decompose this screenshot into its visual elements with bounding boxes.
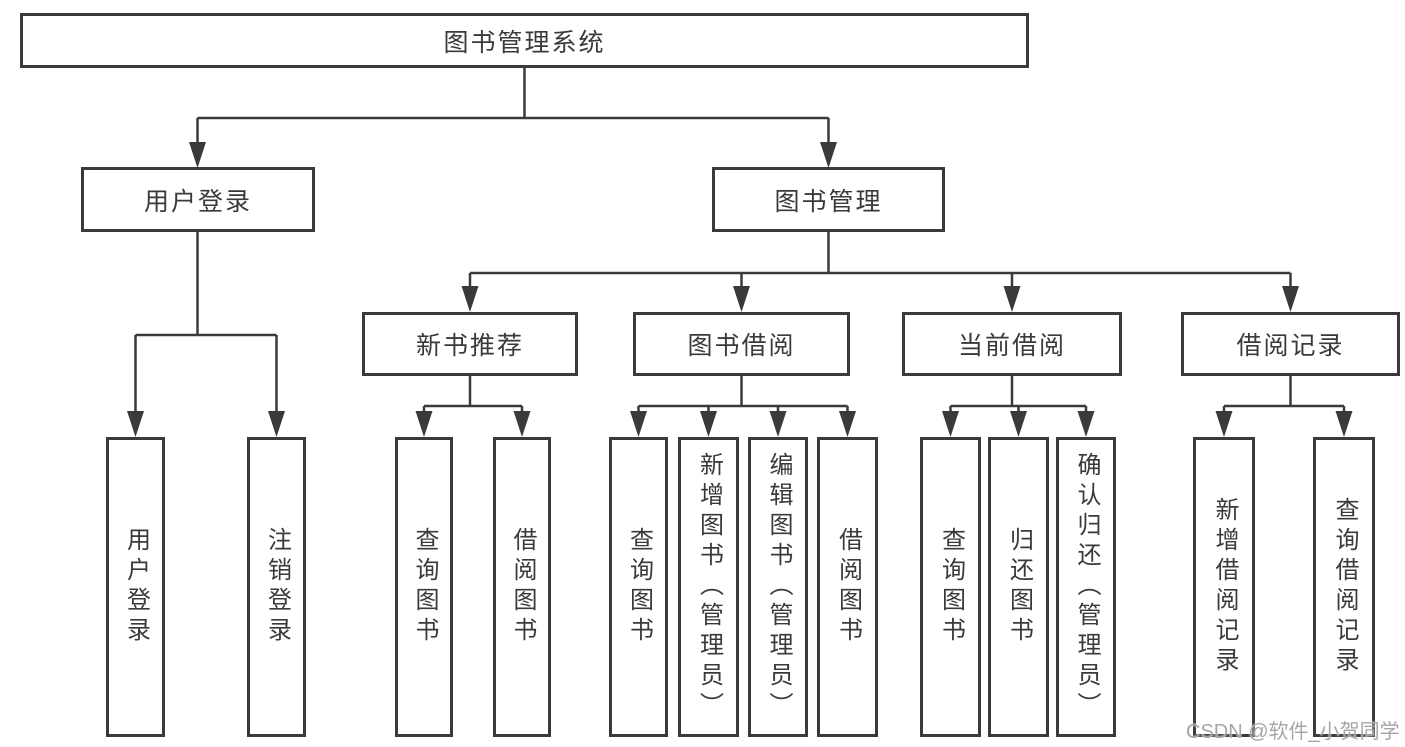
arrowhead <box>839 411 856 437</box>
node-borrow-records: 借阅记录 <box>1181 312 1400 376</box>
arrowhead <box>1077 411 1095 437</box>
arrowhead <box>700 411 717 437</box>
arrowhead <box>513 411 531 437</box>
arrowhead <box>189 142 206 168</box>
leaf-label: 查询借阅记录 <box>1331 497 1358 677</box>
arrowhead <box>1215 411 1233 437</box>
arrowhead <box>1003 286 1021 312</box>
arrowhead <box>1282 286 1299 312</box>
leaf-query-books-borrow: 查询图书 <box>609 437 668 737</box>
node-book-borrow: 图书借阅 <box>633 312 850 376</box>
leaf-label: 借阅图书 <box>834 527 862 647</box>
leaf-query-borrow-record: 查询借阅记录 <box>1313 437 1375 737</box>
leaf-label: 查询图书 <box>625 527 653 647</box>
leaf-label: 确认归还（管理员） <box>1073 452 1100 722</box>
leaf-query-books-current: 查询图书 <box>920 437 981 737</box>
leaf-add-book-admin: 新增图书（管理员） <box>678 437 739 737</box>
arrowhead <box>1010 411 1027 437</box>
node-book-management: 图书管理 <box>712 167 945 232</box>
leaf-label: 查询图书 <box>411 527 438 647</box>
connector-path <box>134 66 1346 415</box>
leaf-query-books-recommend: 查询图书 <box>395 437 453 737</box>
leaf-return-book: 归还图书 <box>988 437 1049 737</box>
arrowhead <box>461 286 479 312</box>
leaf-confirm-return-admin: 确认归还（管理员） <box>1056 437 1116 737</box>
leaf-logout-login: 注销登录 <box>247 437 306 737</box>
node-new-book-recommend: 新书推荐 <box>362 312 578 376</box>
leaf-label: 注销登录 <box>263 527 291 647</box>
leaf-label: 新增图书（管理员） <box>695 452 723 722</box>
arrowhead <box>415 411 433 437</box>
leaf-borrow-books-recommend: 借阅图书 <box>493 437 551 737</box>
leaf-label: 借阅图书 <box>509 527 536 647</box>
arrowhead <box>1335 411 1353 437</box>
node-user-login: 用户登录 <box>81 167 315 232</box>
node-current-borrow: 当前借阅 <box>902 312 1122 376</box>
csdn-watermark: CSDN @软件_小贺同学 <box>1186 721 1400 743</box>
leaf-label: 编辑图书（管理员） <box>765 452 792 722</box>
leaf-label: 用户登录 <box>122 527 150 647</box>
arrowhead <box>630 411 647 437</box>
leaf-label: 新增借阅记录 <box>1211 497 1238 677</box>
arrowhead <box>769 411 787 437</box>
leaf-user-login: 用户登录 <box>106 437 165 737</box>
leaf-borrow-books: 借阅图书 <box>817 437 878 737</box>
leaf-edit-book-admin: 编辑图书（管理员） <box>748 437 808 737</box>
arrowhead <box>733 286 750 312</box>
arrowhead <box>268 411 285 437</box>
leaf-label: 归还图书 <box>1005 527 1033 647</box>
leaf-label: 查询图书 <box>937 527 965 647</box>
arrowhead <box>942 411 959 437</box>
arrowhead <box>820 142 837 168</box>
arrowhead <box>127 411 144 437</box>
leaf-add-borrow-record: 新增借阅记录 <box>1193 437 1255 737</box>
node-root-system: 图书管理系统 <box>20 13 1029 68</box>
